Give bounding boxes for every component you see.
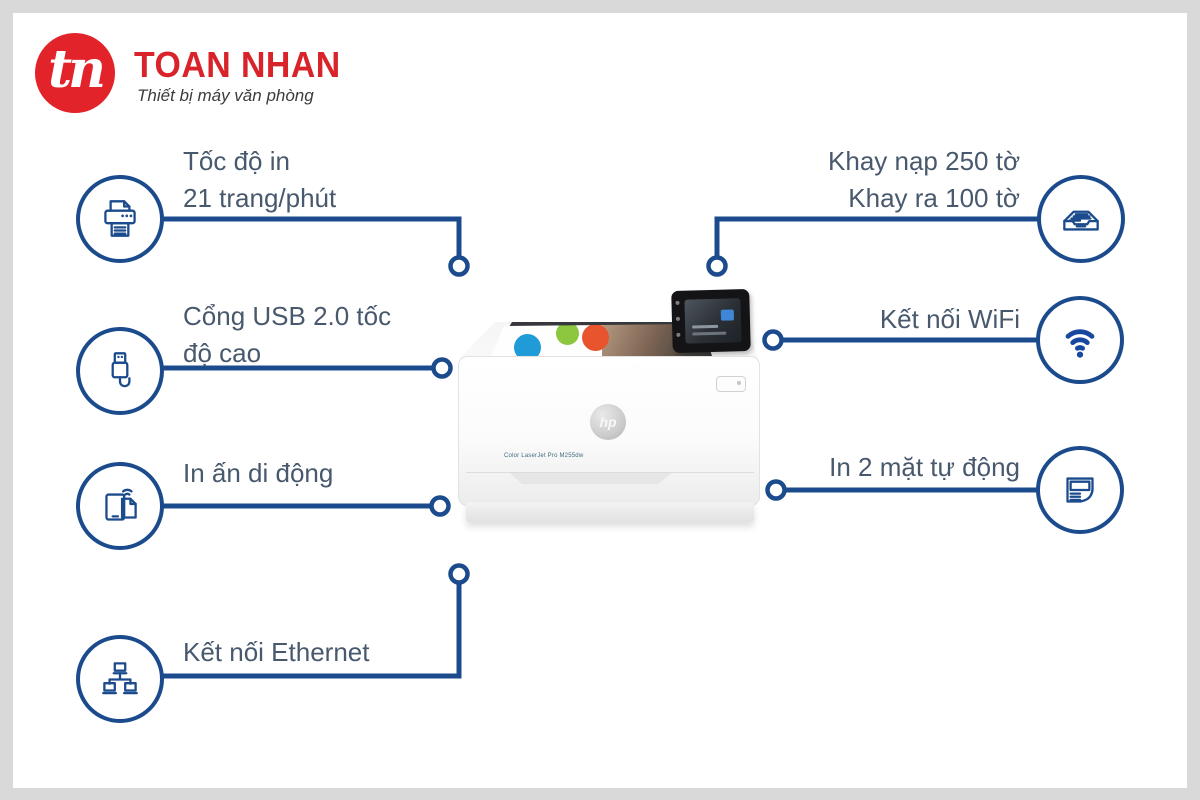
brand-monogram: tn [48,39,106,100]
printer-control-panel [671,288,751,354]
feature-line: Khay ra 100 tờ [848,183,1020,213]
connector-print-speed [155,216,462,257]
connector-endpoint [429,495,451,517]
feature-line: In 2 mặt tự động [829,452,1020,482]
printer-base [466,502,754,522]
page-orange-circle [582,324,609,351]
feature-line: Kết nối WiFi [879,304,1020,334]
printer-icon [104,200,136,237]
feature-duplex-label: In 2 mặt tự động [829,449,1020,486]
brand-tagline: Thiết bị máy văn phòng [137,86,314,105]
feature-line: 21 trang/phút [183,183,337,213]
connector-endpoint [431,357,453,379]
feature-ethernet-label: Kết nối Ethernet [183,634,369,671]
screen-bar [692,331,727,336]
printer-tray-seam [466,472,754,473]
feature-print-speed [76,175,164,263]
feature-usb [76,327,164,415]
feature-mobile-print-label: In ấn di động [183,455,333,492]
connector-tray [714,216,1045,257]
page-blue-circle [514,334,541,358]
printer-tray-handle [510,473,672,484]
hp-logo-badge: hp [590,404,626,440]
feature-line: In ấn di động [183,458,334,488]
feature-usb-label: Cổng USB 2.0 tốc độ cao [183,298,391,372]
connector-endpoint [448,563,470,585]
paper-tray-icon [1063,210,1099,231]
feature-wifi-label: Kết nối WiFi [880,301,1020,338]
brand-name: TOAN NHAN [134,44,341,85]
connector-endpoint [765,479,787,501]
feature-line: Kết nối Ethernet [183,637,370,667]
ethernet-icon [102,662,138,695]
printer-image: hp Color LaserJet Pro M255dw [440,280,780,540]
feature-line: Tốc độ in [183,146,290,176]
connector-endpoint [706,255,728,277]
duplex-icon [1066,477,1094,503]
feature-ethernet [76,635,164,723]
feature-paper-tray-label: Khay nạp 250 tờ Khay ra 100 tờ [828,143,1020,217]
feature-wifi [1036,296,1124,384]
feature-line: độ cao [183,338,262,368]
feature-line: Cổng USB 2.0 tốc [183,301,392,331]
panel-key [675,316,680,321]
connector-ethernet [155,583,462,679]
mobile-print-icon [105,488,137,521]
connector-endpoint [448,255,470,277]
feature-duplex [1036,446,1124,534]
wifi-icon [1065,329,1095,358]
feature-line: Khay nạp 250 tờ [828,146,1020,176]
feature-print-speed-label: Tốc độ in 21 trang/phút [183,143,336,217]
usb-icon [111,352,131,388]
connector-endpoint [762,329,784,351]
screen-bar [692,324,719,329]
printer-model-label: Color LaserJet Pro M255dw [504,453,584,459]
printer-power-button [716,376,746,392]
screen-app-tile [720,309,734,321]
feature-paper-tray [1037,175,1125,263]
panel-key [676,332,681,337]
panel-key [675,300,680,305]
brand-logo-icon: tn [35,33,115,113]
feature-mobile-print [76,462,164,550]
page-green-circle [556,324,579,345]
printer-touchscreen [684,298,742,344]
